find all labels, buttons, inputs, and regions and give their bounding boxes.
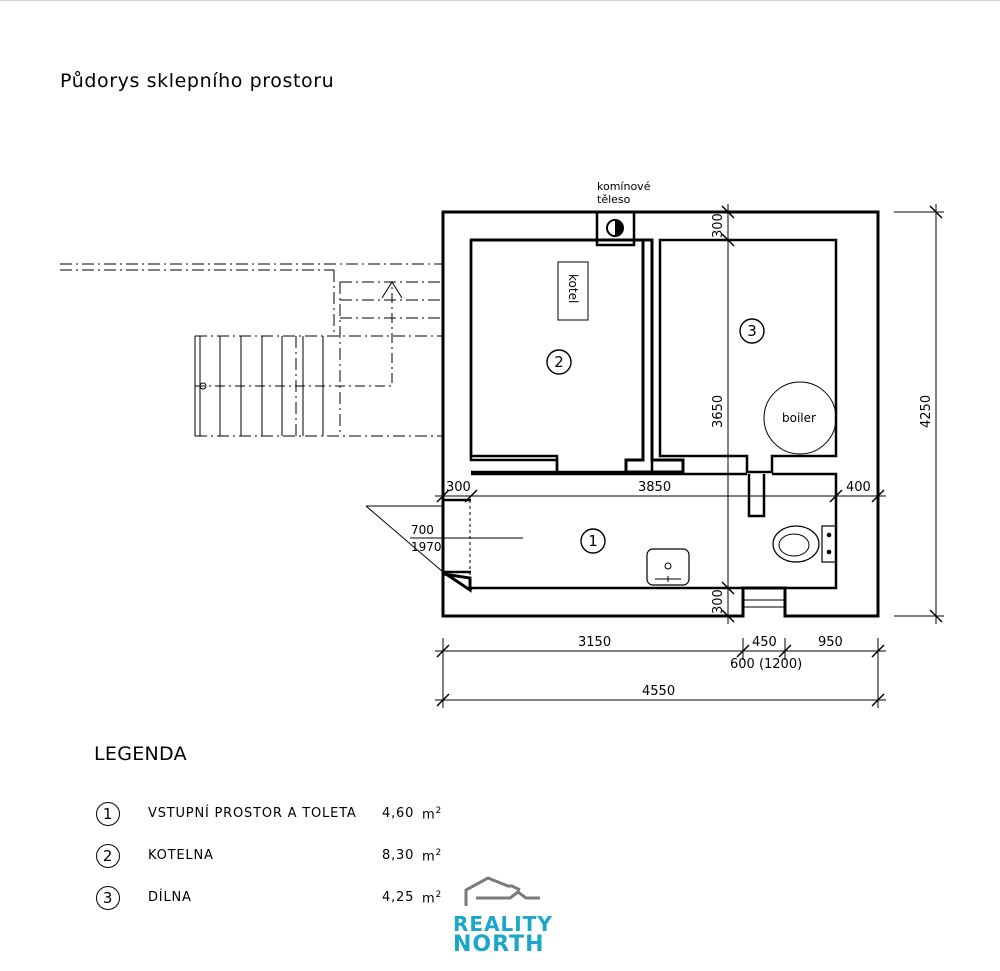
dim-door-width: 1970 xyxy=(411,540,442,554)
logo-text-reality: REALITY xyxy=(453,912,553,936)
dim-bottom-3: 950 xyxy=(818,635,843,650)
dim-height-inner: 3650 xyxy=(711,395,726,428)
legend-title: LEGENDA xyxy=(94,743,187,765)
chimney-label-2: těleso xyxy=(597,193,631,206)
stair-guide-lines xyxy=(60,263,443,436)
legend-area-unit: m2 xyxy=(422,806,442,823)
legend-area-unit: m2 xyxy=(422,890,442,907)
floor-plan: komínové těleso kotel boiler 2 3 1 4250 … xyxy=(60,180,944,708)
dim-bottom-wall: 300 xyxy=(711,589,726,614)
sink xyxy=(646,548,690,586)
legend-number: 3 xyxy=(96,886,120,910)
logo-text-north: NORTH xyxy=(453,932,545,957)
legend-room-name: VSTUPNÍ PROSTOR A TOLETA xyxy=(148,806,357,821)
stairs xyxy=(194,281,443,437)
room1-marker xyxy=(580,528,606,554)
bottom-window xyxy=(743,599,785,608)
toilet-partition xyxy=(747,474,766,518)
page-title: Půdorys sklepního prostoru xyxy=(60,70,335,92)
boiler-label: boiler xyxy=(782,411,816,425)
legend-area-unit: m2 xyxy=(422,848,442,865)
chimney xyxy=(595,210,636,247)
door-dimension xyxy=(365,505,523,573)
legend-room-area: 4,60 xyxy=(382,806,415,821)
dim-bottom-2: 450 xyxy=(752,635,777,650)
room3-marker xyxy=(739,318,765,344)
kotel-label: kotel xyxy=(566,274,580,303)
kotel-unit xyxy=(557,261,589,321)
top-border xyxy=(0,0,1000,1)
dim-window: 600 (1200) xyxy=(730,657,802,672)
dim-top-wall: 300 xyxy=(711,213,726,238)
room2-marker xyxy=(546,349,572,375)
legend-room-area: 4,25 xyxy=(382,890,415,905)
room2-number: 2 xyxy=(554,353,564,371)
dim-right-wall: 400 xyxy=(846,480,871,495)
room3-outline xyxy=(658,238,838,474)
room3-left-wall xyxy=(650,240,685,474)
room1-number: 1 xyxy=(588,532,598,550)
toilet-bowl xyxy=(772,525,820,563)
boiler-unit xyxy=(763,381,837,455)
legend-room-area: 8,30 xyxy=(382,848,415,863)
dimension-lines xyxy=(435,204,944,708)
legend-number: 2 xyxy=(96,844,120,868)
reality-north-logo: REALITY NORTH xyxy=(448,876,558,966)
room3-number: 3 xyxy=(747,322,757,340)
dim-bottom-1: 3150 xyxy=(578,635,611,650)
dim-left-wall: 300 xyxy=(446,480,471,495)
toilet-tank xyxy=(821,525,837,563)
dim-total-width: 4550 xyxy=(642,684,675,699)
legend-number: 1 xyxy=(96,802,120,826)
dim-inner-width: 3850 xyxy=(638,480,671,495)
room2-wall xyxy=(469,240,559,474)
legend-room-name: KOTELNA xyxy=(148,848,214,863)
dim-door-height: 700 xyxy=(411,523,434,537)
room2-outline xyxy=(469,238,645,474)
dim-height-total: 4250 xyxy=(919,395,934,428)
chimney-label-1: komínové xyxy=(597,180,651,193)
house-roof-icon xyxy=(464,876,540,906)
legend-room-name: DÍLNA xyxy=(148,890,192,905)
